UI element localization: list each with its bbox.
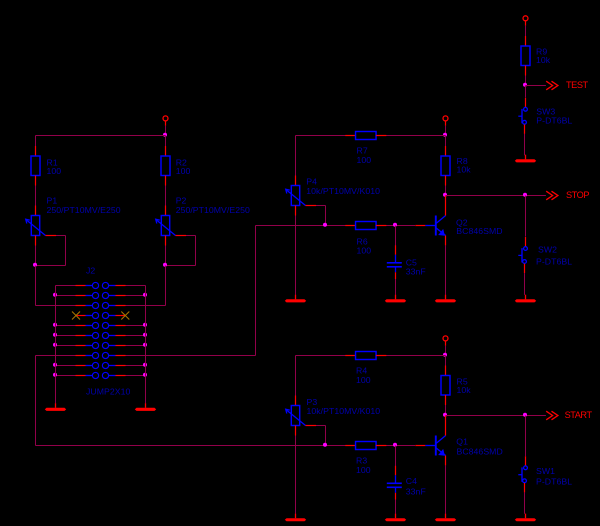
svg-text:R5: R5 (457, 376, 468, 386)
svg-text:C5: C5 (406, 258, 417, 268)
svg-text:START: START (565, 410, 593, 420)
svg-text:R8: R8 (457, 156, 468, 166)
svg-text:R6: R6 (357, 236, 368, 246)
svg-text:33nF: 33nF (406, 266, 426, 276)
svg-text:STOP: STOP (566, 190, 589, 200)
svg-text:P-DT6BL: P-DT6BL (536, 256, 572, 266)
svg-text:10k: 10k (536, 55, 551, 65)
svg-text:100: 100 (176, 166, 191, 176)
svg-text:100: 100 (356, 375, 371, 385)
svg-text:10k: 10k (457, 164, 472, 174)
svg-text:R9: R9 (536, 47, 547, 57)
svg-text:10k: 10k (457, 385, 472, 395)
svg-text:R1: R1 (47, 157, 58, 167)
svg-text:R2: R2 (176, 157, 187, 167)
svg-text:P2: P2 (176, 195, 187, 205)
svg-text:100: 100 (47, 166, 62, 176)
svg-text:33nF: 33nF (406, 487, 426, 497)
svg-text:10k/PT10MV/K010: 10k/PT10MV/K010 (307, 406, 381, 416)
svg-text:SW2: SW2 (538, 244, 557, 254)
svg-text:BC846SMD: BC846SMD (457, 446, 503, 456)
svg-text:250/PT10MV/E250: 250/PT10MV/E250 (47, 205, 121, 215)
svg-text:10k/PT10MV/K010: 10k/PT10MV/K010 (306, 186, 380, 196)
svg-text:P3: P3 (307, 397, 318, 407)
svg-text:C4: C4 (406, 476, 417, 486)
svg-text:100: 100 (356, 465, 371, 475)
svg-text:R3: R3 (356, 456, 367, 466)
svg-text:P4: P4 (306, 177, 317, 187)
svg-text:Q1: Q1 (456, 436, 468, 446)
svg-text:J2: J2 (86, 265, 95, 275)
svg-text:100: 100 (357, 246, 372, 256)
svg-text:P-DT6BL: P-DT6BL (536, 477, 572, 487)
svg-text:250/PT10MV/E250: 250/PT10MV/E250 (176, 205, 250, 215)
svg-text:JUMP2X10: JUMP2X10 (86, 386, 130, 396)
svg-text:BC846SMD: BC846SMD (456, 226, 502, 236)
svg-text:100: 100 (357, 155, 372, 165)
svg-text:R7: R7 (357, 145, 368, 155)
svg-text:P-DT6BL: P-DT6BL (536, 116, 572, 126)
svg-text:R4: R4 (356, 366, 367, 376)
svg-text:Q2: Q2 (456, 218, 468, 228)
svg-text:P1: P1 (47, 195, 58, 205)
svg-text:TEST: TEST (566, 80, 589, 90)
svg-text:SW3: SW3 (536, 107, 555, 117)
svg-text:SW1: SW1 (536, 466, 555, 476)
